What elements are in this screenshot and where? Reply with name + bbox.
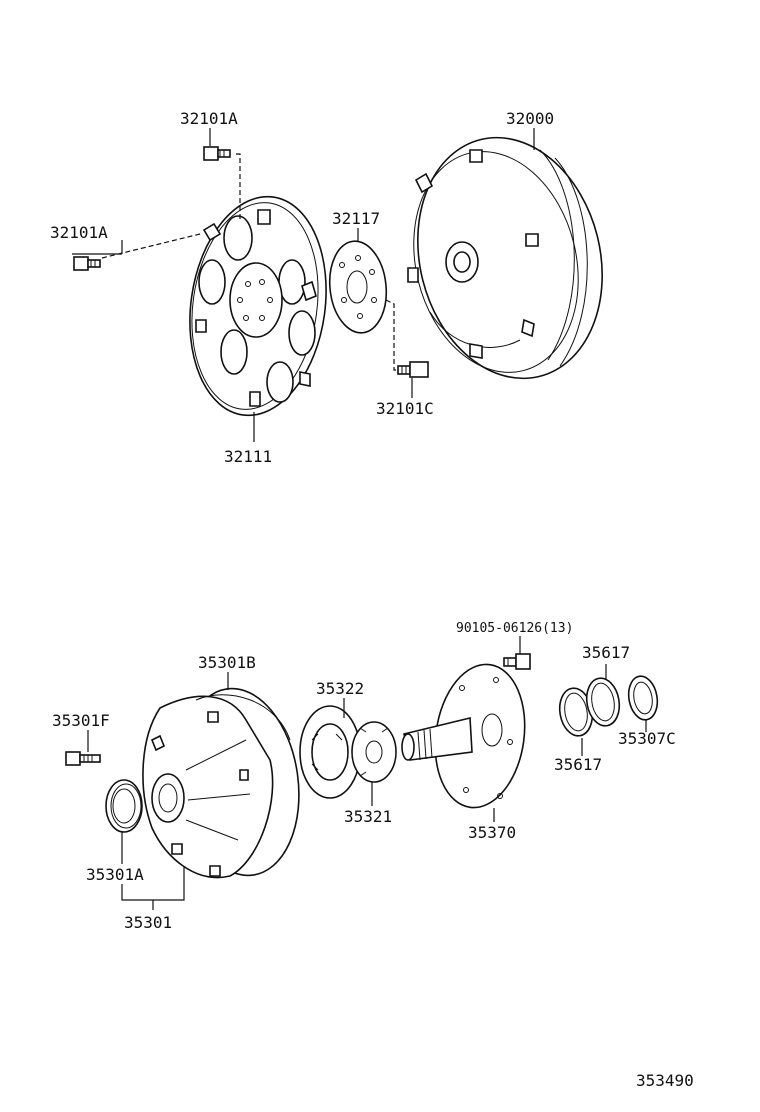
label-35370: 35370 — [468, 823, 516, 842]
bolt-35301f — [65, 751, 101, 766]
label-32111: 32111 — [224, 447, 272, 466]
bolt-32101a-left — [73, 256, 101, 271]
label-35301: 35301 — [124, 913, 172, 932]
label-90105-06126: 90105-06126(13) — [456, 621, 573, 636]
bolt-90105-06126 — [503, 653, 531, 670]
label-35301f: 35301F — [52, 711, 110, 730]
o-ring-35307c — [627, 675, 659, 721]
spacer-plate-32117 — [328, 240, 388, 334]
diagram-code: 353490 — [636, 1071, 694, 1090]
torque-converter-32000 — [407, 136, 603, 380]
bolt-32101c — [397, 361, 429, 378]
label-32117: 32117 — [332, 209, 380, 228]
label-35321: 35321 — [344, 807, 392, 826]
bolt-32101a-top — [203, 146, 231, 161]
label-35617-bottom: 35617 — [554, 755, 602, 774]
oil-seal-35301a — [105, 779, 143, 833]
label-32101a-left: 32101A — [50, 223, 108, 242]
driven-gear-35322 — [299, 705, 361, 799]
stator-shaft-35370 — [401, 663, 526, 809]
drive-plate-32111 — [189, 195, 327, 417]
seal-ring-35617-b — [585, 677, 621, 727]
pump-body-35301b — [142, 687, 300, 879]
label-35307c: 35307C — [618, 729, 676, 748]
label-32101c: 32101C — [376, 399, 434, 418]
label-35322: 35322 — [316, 679, 364, 698]
label-35301a: 35301A — [86, 865, 144, 884]
label-32101a-top: 32101A — [180, 109, 238, 128]
label-32000: 32000 — [506, 109, 554, 128]
label-35617-top: 35617 — [582, 643, 630, 662]
drive-gear-35321 — [351, 721, 397, 783]
label-35301b: 35301B — [198, 653, 256, 672]
